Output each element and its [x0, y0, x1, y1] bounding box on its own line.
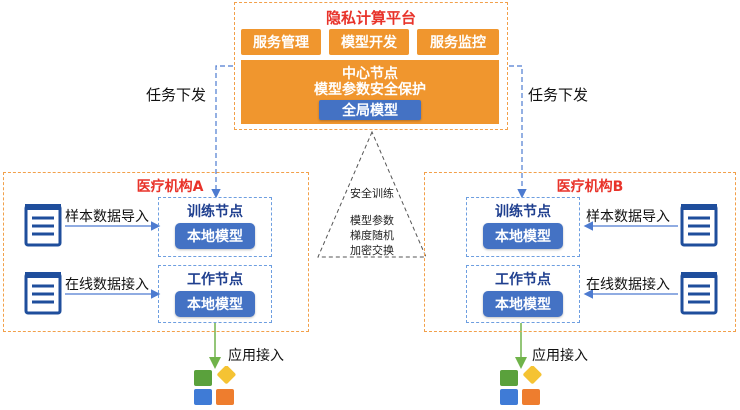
task-label-right: 任务下发	[528, 86, 589, 104]
security-line-2: 梯度随机	[350, 229, 394, 242]
org-b-online-input-label: 在线数据接入	[586, 277, 670, 293]
security-line-1: 模型参数	[350, 214, 394, 227]
org-b-work-node: 工作节点 本地模型	[466, 265, 580, 323]
org-b-work-title: 工作节点	[495, 272, 551, 288]
org-a-online-input-label: 在线数据接入	[65, 277, 149, 293]
task-arrow-right	[509, 65, 527, 199]
security-triangle	[317, 130, 427, 258]
security-title: 安全训练	[350, 187, 394, 200]
app-blocks-icon[interactable]	[498, 366, 544, 408]
center-node-panel: 中心节点 模型参数安全保护 全局模型	[241, 60, 499, 124]
task-label-left: 任务下发	[146, 86, 207, 104]
org-b-box	[424, 172, 736, 332]
security-line-3: 加密交换	[350, 244, 394, 257]
document-icon	[680, 204, 718, 247]
org-a-work-title: 工作节点	[187, 272, 243, 288]
org-b-train-node: 训练节点 本地模型	[466, 197, 580, 257]
platform-title: 隐私计算平台	[325, 9, 416, 27]
document-icon	[24, 204, 62, 247]
platform-box: 隐私计算平台 服务管理 模型开发 服务监控 中心节点 模型参数安全保护 全局模型	[234, 2, 508, 130]
document-icon	[680, 272, 718, 315]
org-b-train-title: 训练节点	[495, 204, 551, 220]
org-a-box	[3, 172, 309, 332]
org-a-train-local-model[interactable]: 本地模型	[175, 223, 255, 249]
model-dev-button[interactable]: 模型开发	[329, 29, 409, 55]
org-b-sample-input-label: 样本数据导入	[586, 209, 670, 225]
org-a-train-title: 训练节点	[187, 204, 243, 220]
org-a-sample-input-label: 样本数据导入	[65, 209, 149, 225]
service-monitor-button[interactable]: 服务监控	[417, 29, 499, 55]
center-node-subtitle: 模型参数安全保护	[314, 82, 426, 98]
app-blocks-icon[interactable]	[192, 366, 238, 408]
org-a-work-local-model[interactable]: 本地模型	[175, 291, 255, 317]
center-node-title: 中心节点	[342, 66, 398, 82]
service-manage-button[interactable]: 服务管理	[241, 29, 321, 55]
org-a-app-access-label: 应用接入	[228, 348, 284, 364]
org-a-title: 医疗机构A	[136, 179, 204, 195]
org-a-train-node: 训练节点 本地模型	[158, 197, 272, 257]
global-model-button[interactable]: 全局模型	[319, 100, 421, 120]
org-b-train-local-model[interactable]: 本地模型	[483, 223, 563, 249]
task-arrow-left	[211, 65, 233, 199]
org-b-work-local-model[interactable]: 本地模型	[483, 291, 563, 317]
org-b-app-access-label: 应用接入	[532, 348, 588, 364]
document-icon	[24, 272, 62, 315]
org-a-work-node: 工作节点 本地模型	[158, 265, 272, 323]
org-b-title: 医疗机构B	[556, 179, 624, 195]
